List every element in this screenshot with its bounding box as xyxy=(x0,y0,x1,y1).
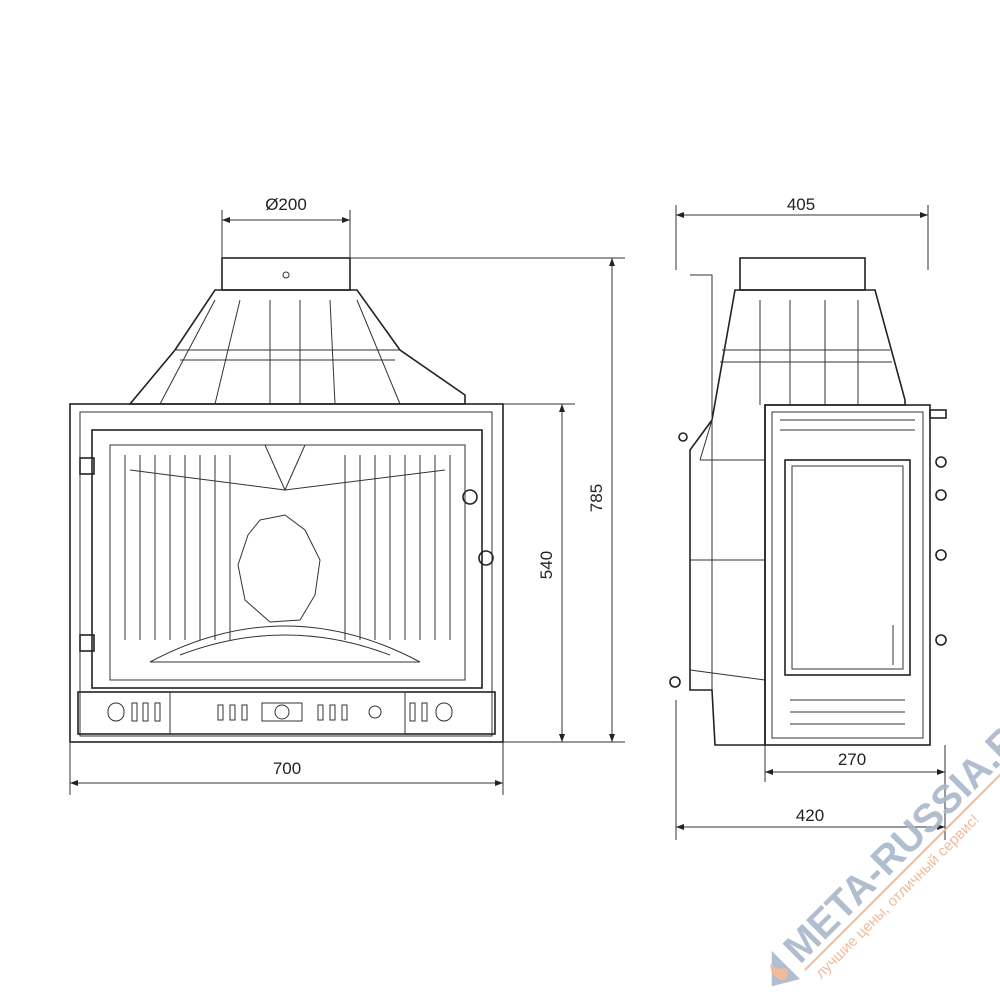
dim-front-height: 540 xyxy=(537,551,556,579)
dim-front-width: 700 xyxy=(273,759,301,778)
dim-side-front-width: 270 xyxy=(838,750,866,769)
dim-flue-diameter: Ø200 xyxy=(265,195,307,214)
dim-side-top-depth: 405 xyxy=(787,195,815,214)
side-view xyxy=(669,257,947,746)
watermark: META-RUSSIA.RU лучшие цены, отличный сер… xyxy=(770,697,1000,987)
front-view xyxy=(69,257,504,743)
dim-total-height: 785 xyxy=(587,484,606,512)
dimension-lines xyxy=(69,205,946,840)
dim-side-total-depth: 420 xyxy=(796,806,824,825)
